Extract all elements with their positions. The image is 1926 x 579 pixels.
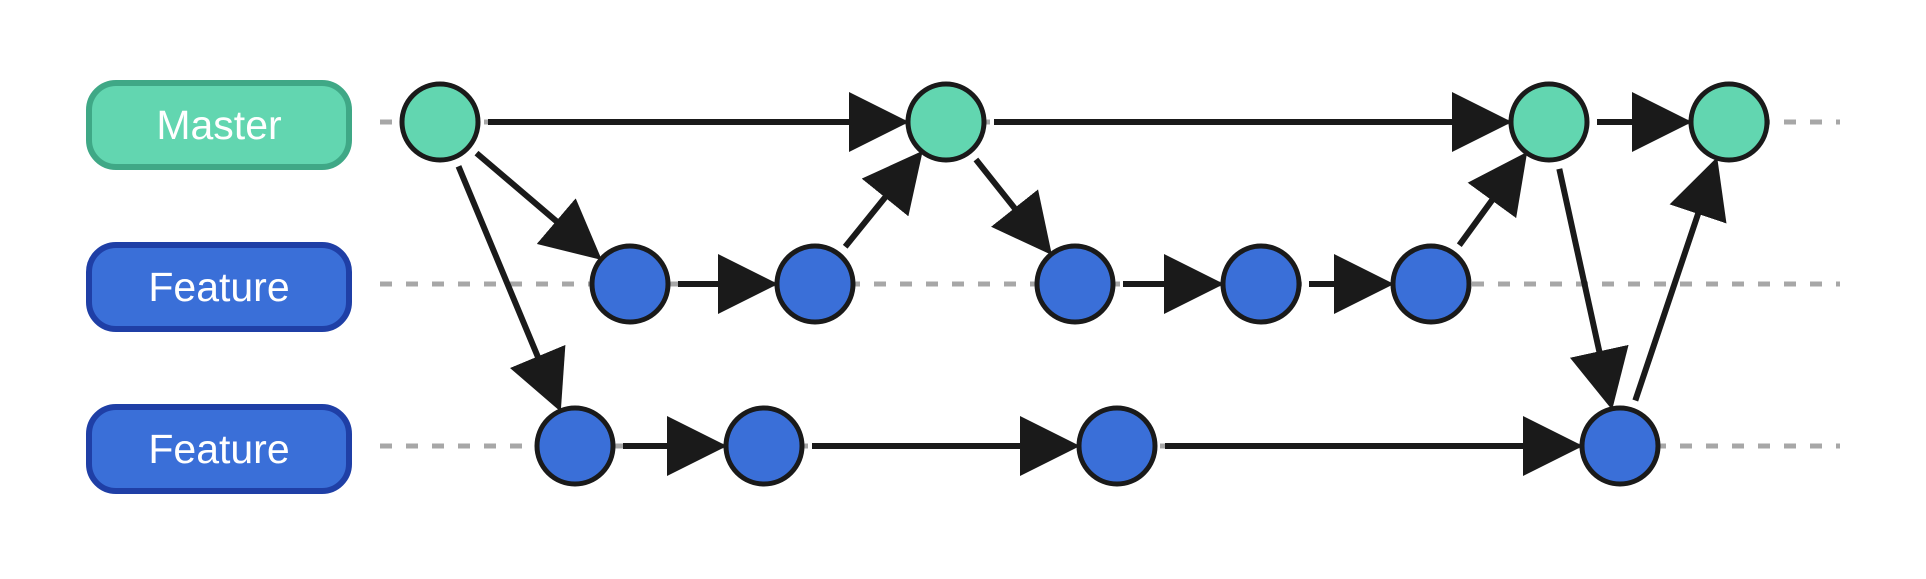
arrow-a5-to-m3 [1456, 151, 1528, 247]
arrow-m1-to-b1 [455, 165, 566, 412]
commit-node-b4 [1579, 405, 1661, 487]
commit-node-a5 [1390, 243, 1472, 325]
lane-label-master: Master [86, 80, 352, 170]
arrow-m2-to-a3 [973, 157, 1052, 256]
lane-label-feature-1: Feature [86, 242, 352, 332]
commit-node-m3 [1508, 81, 1590, 163]
arrow-m1-to-a1 [474, 150, 602, 261]
commit-node-b2 [723, 405, 805, 487]
commit-nodes [399, 81, 1770, 487]
arrow-m3-to-b4 [1556, 168, 1629, 410]
arrow-a2-to-m2 [842, 150, 923, 249]
commit-node-m1 [399, 81, 481, 163]
commit-node-m4 [1688, 81, 1770, 163]
commit-node-m2 [905, 81, 987, 163]
commit-node-b1 [534, 405, 616, 487]
commit-node-a4 [1220, 243, 1302, 325]
commit-node-a1 [589, 243, 671, 325]
lane-label-feature-2: Feature [86, 404, 352, 494]
commit-node-a3 [1034, 243, 1116, 325]
commit-node-a2 [774, 243, 856, 325]
commit-node-b3 [1076, 405, 1158, 487]
arrow-b4-to-m4 [1632, 157, 1727, 402]
commit-arrows [455, 92, 1727, 476]
